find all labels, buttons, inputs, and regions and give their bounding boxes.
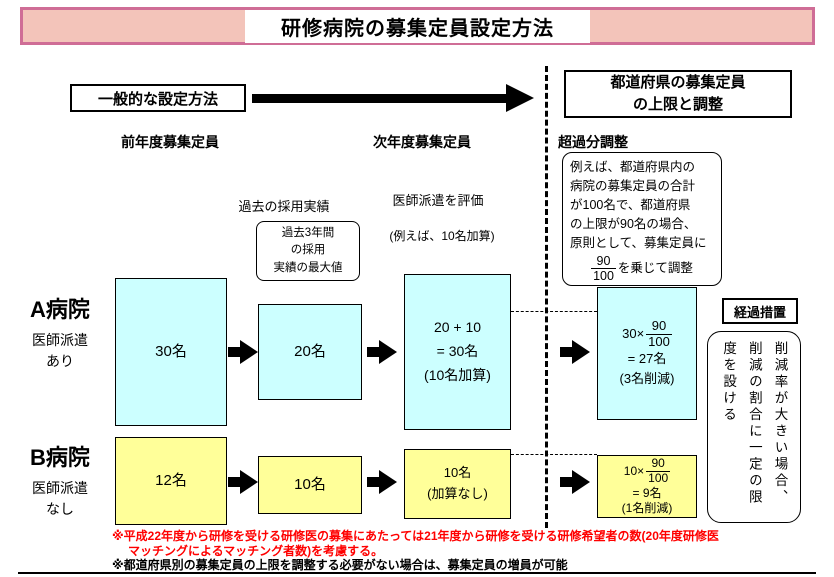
past-record-label: 過去の採用実績	[238, 199, 330, 214]
arrow-shaft	[560, 477, 572, 487]
title-banner: 研修病院の募集定員設定方法	[20, 7, 815, 45]
flow-arrow-icon	[367, 470, 397, 494]
past-record-note-line1: 過去3年間	[281, 227, 335, 240]
hospital-b-box4-line2: = 9名	[632, 485, 662, 500]
footnote-red-line2: マッチングによるマッチング者数)を考慮する。	[128, 544, 384, 558]
arrow-head	[240, 340, 258, 364]
big-flow-arrow-icon	[252, 84, 534, 112]
flow-arrow-icon	[228, 340, 258, 364]
connector-dashed-line-a	[511, 311, 597, 312]
hospital-a-box-next-year: 20 + 10 = 30名 (10名加算)	[404, 274, 511, 430]
arrow-shaft	[367, 477, 379, 487]
hospital-b-box3-line1: 10名	[443, 465, 472, 481]
hospital-b-box4-line3: (1名削減)	[621, 500, 673, 515]
flow-arrow-icon	[367, 340, 397, 364]
hospital-b-box1-value: 12名	[155, 472, 187, 490]
hospital-a-sub-line2: あり	[46, 353, 74, 369]
arrow-shaft	[252, 93, 506, 103]
arrow-head	[506, 84, 534, 112]
transitional-measure-title: 経過措置	[733, 304, 786, 320]
fraction-numerator: 90	[651, 456, 665, 471]
footnote-red-line1: ※平成22年度から研修を受ける研修医の募集にあたっては21年度から研修を受ける研…	[112, 529, 719, 543]
footnote-black-line: ※都道府県別の募集定員の上限を調整する必要がない場合は、募集定員の増員が可能	[112, 558, 568, 572]
dispatch-example-label: (例えば、10名加算)	[389, 229, 495, 243]
flow-arrow-icon	[560, 340, 590, 364]
general-method-label: 一般的な設定方法	[97, 90, 218, 108]
col-label-next-year: 次年度募集定員	[373, 134, 471, 150]
transitional-measure-note-box: 削減率が大きい場合、削減の割合に一定の限度を設ける	[707, 331, 801, 523]
col-label-previous-year: 前年度募集定員	[121, 134, 219, 150]
hospital-a-box4-prefix: 30×	[622, 326, 645, 342]
hospital-b-sub-line2: なし	[46, 501, 74, 517]
fraction-numerator: 90	[651, 317, 667, 333]
fraction-90-100: 90 100	[591, 254, 616, 284]
arrow-head	[379, 470, 397, 494]
hospital-b-box2-value: 10名	[294, 476, 326, 494]
hospital-b-box-previous: 12名	[115, 437, 227, 525]
hospital-a-sub-line1: 医師派遣	[32, 332, 88, 348]
hospital-a-box-adjusted: 20名	[258, 304, 362, 400]
hospital-a-box3-line2: = 30名	[436, 343, 479, 360]
hospital-b-box-adjusted: 10名	[258, 456, 362, 514]
prefecture-limit-line1: 都道府県の募集定員	[610, 74, 746, 92]
excess-note-fraction-row: 90 100 を乗じて調整	[570, 254, 714, 284]
past-record-note-box: 過去3年間 の採用 実績の最大値	[256, 221, 360, 281]
hospital-a-box-previous: 30名	[115, 278, 227, 426]
excess-note-line1: 例えば、都道府県内の	[570, 160, 696, 174]
excess-note-line5: 原則として、募集定員に	[570, 236, 707, 250]
arrow-shaft	[228, 347, 240, 357]
excess-note-fraction-suffix: を乗じて調整	[617, 261, 693, 276]
arrow-head	[572, 470, 590, 494]
connector-dashed-line-b	[511, 454, 597, 455]
hospital-a-box4-line3: (3名削減)	[619, 370, 675, 386]
page-title: 研修病院の募集定員設定方法	[245, 9, 590, 43]
hospital-b-subtitle: 医師派遣 なし	[10, 478, 110, 520]
bottom-divider-line	[18, 572, 816, 574]
dispatch-eval-label: 医師派遣を評価	[392, 193, 484, 208]
excess-adjustment-note-box: 例えば、都道府県内の 病院の募集定員の合計 が100名で、都道府県 の上限が90…	[562, 152, 722, 286]
flow-arrow-icon	[560, 470, 590, 494]
hospital-a-box2-value: 20名	[294, 343, 326, 361]
prefecture-limit-box: 都道府県の募集定員 の上限と調整	[564, 70, 792, 118]
hospital-a-subtitle: 医師派遣 あり	[10, 330, 110, 372]
fraction-denominator: 100	[646, 333, 672, 349]
hospital-b-sub-line1: 医師派遣	[32, 480, 88, 496]
hospital-b-box-next-year: 10名 (加算なし)	[404, 449, 511, 519]
hospital-a-box1-value: 30名	[155, 343, 187, 361]
excess-note-line4: の上限が90名の場合、	[570, 217, 697, 231]
hospital-a-box4-line2: = 27名	[627, 351, 667, 367]
fraction-denominator: 100	[591, 268, 616, 284]
fraction-numerator: 90	[596, 254, 611, 268]
hospital-b-box4-fraction-row: 10× 90 100	[623, 456, 671, 486]
arrow-shaft	[367, 347, 379, 357]
hospital-b-box4-prefix: 10×	[623, 464, 645, 478]
general-method-box: 一般的な設定方法	[70, 84, 246, 112]
arrow-head	[240, 470, 258, 494]
fraction-90-100: 90 100	[646, 317, 672, 350]
excess-note-line2: 病院の募集定員の合計	[570, 179, 696, 193]
excess-note-line3: が100名で、都道府県	[570, 198, 691, 212]
fraction-90-100: 90 100	[646, 456, 671, 486]
fraction-denominator: 100	[646, 471, 671, 485]
arrow-head	[572, 340, 590, 364]
arrow-shaft	[560, 347, 572, 357]
hospital-a-box3-line3: (10名加算)	[424, 366, 491, 383]
hospital-a-box-final: 30× 90 100 = 27名 (3名削減)	[597, 287, 697, 420]
hospital-a-box4-fraction-row: 30× 90 100	[622, 317, 672, 350]
flow-arrow-icon	[228, 470, 258, 494]
transitional-measure-title-box: 経過措置	[722, 298, 798, 324]
arrow-shaft	[228, 477, 240, 487]
past-record-note-line2: の採用	[290, 244, 326, 257]
hospital-a-name: A病院	[30, 297, 90, 322]
hospital-b-name: B病院	[30, 445, 90, 470]
hospital-b-box3-line2: (加算なし)	[427, 486, 488, 501]
arrow-head	[379, 340, 397, 364]
transitional-measure-text: 削減率が大きい場合、削減の割合に一定の限度を設ける	[721, 341, 788, 506]
col-label-excess-adjustment: 超過分調整	[558, 134, 628, 150]
hospital-a-box3-line1: 20 + 10	[433, 319, 482, 336]
hospital-b-box-final: 10× 90 100 = 9名 (1名削減)	[597, 455, 697, 518]
prefecture-limit-line2: の上限と調整	[632, 96, 723, 113]
section-divider-dashed-line	[545, 66, 548, 528]
past-record-note-line3: 実績の最大値	[273, 261, 343, 274]
